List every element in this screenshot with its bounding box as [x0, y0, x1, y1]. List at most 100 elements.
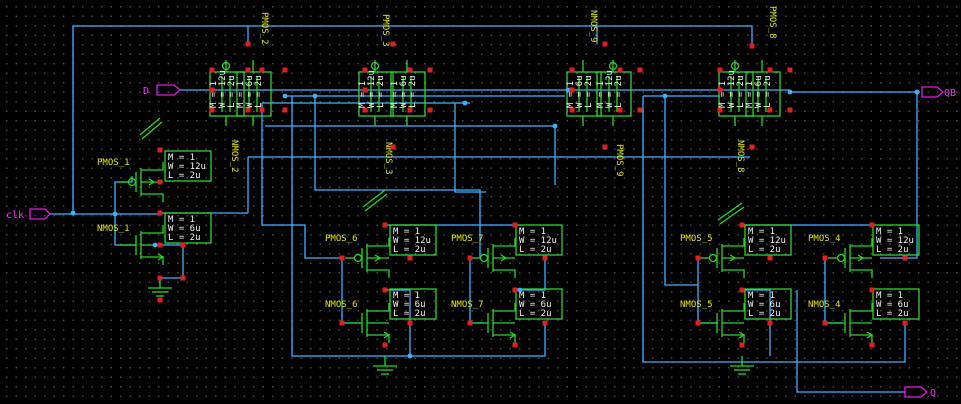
- param-m: M = 1: [209, 81, 219, 108]
- junction-dot: [312, 93, 318, 99]
- param-m: M = 1: [745, 81, 755, 108]
- node-marker: [382, 222, 388, 228]
- junction-dot: [517, 287, 523, 293]
- node-marker: [569, 107, 575, 113]
- node-marker: [695, 255, 701, 261]
- param-w: W = 12u: [218, 70, 228, 108]
- device-name: NMOS_7: [451, 300, 484, 310]
- node-marker: [637, 67, 643, 73]
- param-l: L = 2u: [614, 75, 624, 108]
- node-marker: [869, 287, 875, 293]
- device-name: PMOS_9: [614, 144, 624, 177]
- param-w: W = 12u: [605, 70, 615, 108]
- wire-v-6: [664, 96, 698, 286]
- wire-v-2: [291, 96, 546, 357]
- param-m: M = 1: [390, 81, 400, 108]
- wire-top-rail[interactable]: [72, 25, 753, 213]
- node-marker: [822, 255, 828, 261]
- device-name: NMOS_3: [383, 142, 393, 175]
- pin-d[interactable]: D: [143, 84, 182, 97]
- param-m: M = 1: [519, 227, 546, 237]
- pin-clk[interactable]: clk: [6, 208, 51, 221]
- vdd-marker-2: [719, 206, 745, 225]
- device-name: NMOS_5: [680, 300, 713, 310]
- device-name: PMOS_6: [325, 234, 358, 244]
- param-l: L = 2u: [876, 309, 909, 319]
- wire-s5-gate: [697, 258, 718, 324]
- wire-qb-drop: [880, 92, 918, 259]
- param-m: M = 1: [748, 227, 775, 237]
- node-marker: [362, 67, 368, 73]
- vdd-marker-2: [364, 193, 388, 212]
- param-l: L = 2u: [876, 245, 909, 255]
- device-name: NMOS_6: [325, 300, 358, 310]
- node-marker: [695, 320, 701, 326]
- junction-dot: [407, 353, 413, 359]
- device-name: NMOS_8: [735, 140, 745, 173]
- node-marker: [902, 320, 908, 326]
- device-name: NMOS_9: [588, 10, 598, 43]
- junction-dot: [282, 93, 288, 99]
- node-marker: [542, 320, 548, 326]
- param-l: L = 2u: [408, 75, 418, 108]
- ground-symbol: [373, 356, 397, 375]
- pin-q-label: Q: [930, 388, 936, 399]
- wires: [50, 25, 920, 393]
- wire-q[interactable]: [796, 290, 905, 393]
- pin-qb[interactable]: QB: [921, 86, 956, 99]
- param-l: L = 2u: [748, 309, 781, 319]
- node-marker: [869, 222, 875, 228]
- pins: D clk QB Q: [6, 84, 956, 399]
- param-w: W = 12u: [727, 70, 737, 108]
- param-l: L = 2u: [763, 75, 773, 108]
- param-w: W = 6u: [399, 75, 409, 108]
- device-name: PMOS_5: [680, 234, 713, 244]
- node-marker: [209, 107, 215, 113]
- param-w: W = 6u: [393, 300, 426, 310]
- node-marker: [602, 144, 608, 150]
- device-name: NMOS_1: [97, 224, 130, 234]
- param-m: M = 1: [566, 81, 576, 108]
- param-l: L = 2u: [393, 245, 426, 255]
- param-w: W = 6u: [754, 75, 764, 108]
- node-marker: [390, 144, 396, 150]
- ground-symbol: [148, 278, 172, 297]
- wire-v-3: [314, 96, 481, 258]
- node-marker: [339, 255, 345, 261]
- param-w: W = 6u: [519, 300, 552, 310]
- param-m: M = 1: [876, 227, 903, 237]
- wire-v-7: [642, 96, 906, 363]
- wire-s5-out: [742, 289, 771, 356]
- node-marker: [180, 275, 186, 281]
- wire-s7-gate: [469, 258, 485, 324]
- pin-q[interactable]: Q: [904, 386, 936, 399]
- node-marker: [717, 67, 723, 73]
- param-w: W = 12u: [367, 70, 377, 108]
- param-m: M = 1: [168, 215, 195, 225]
- junction-dot: [462, 100, 468, 106]
- node-marker: [157, 179, 163, 185]
- param-w: W = 6u: [575, 75, 585, 108]
- wire-s6-gate: [341, 258, 360, 324]
- param-m: M = 1: [876, 291, 903, 301]
